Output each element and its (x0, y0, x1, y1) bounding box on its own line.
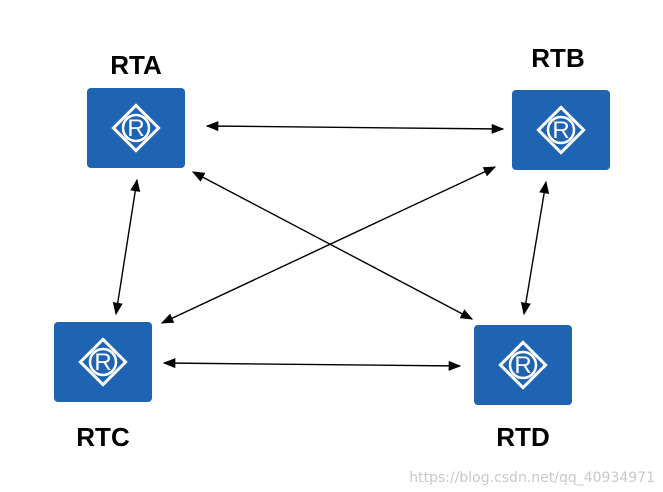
router-label-rtc: RTC (76, 422, 130, 452)
router-rtb: R (512, 90, 610, 170)
link-rtb-rtc (160, 166, 497, 324)
links (112, 121, 550, 371)
router-rta: R (87, 88, 185, 168)
router-icon (54, 322, 152, 402)
router-icon (87, 88, 185, 168)
router-icon (474, 325, 572, 405)
link-rta-rtb (205, 121, 505, 134)
watermark: https://blog.csdn.net/qq_40934971 (409, 470, 655, 486)
router-label-rtb: RTB (531, 43, 584, 73)
link-rta-rtc (112, 178, 141, 316)
router-rtd: R (474, 325, 572, 405)
link-rtc-rtd (162, 358, 462, 371)
link-rta-rtd (191, 171, 474, 320)
router-icon (512, 90, 610, 170)
router-symbol: R (94, 349, 111, 376)
router-label-rta: RTA (110, 50, 162, 80)
link-rtb-rtd (520, 180, 550, 316)
router-symbol: R (127, 115, 144, 142)
router-label-rtd: RTD (496, 422, 549, 452)
router-symbol: R (514, 352, 531, 379)
router-rtc: R (54, 322, 152, 402)
router-symbol: R (552, 117, 569, 144)
